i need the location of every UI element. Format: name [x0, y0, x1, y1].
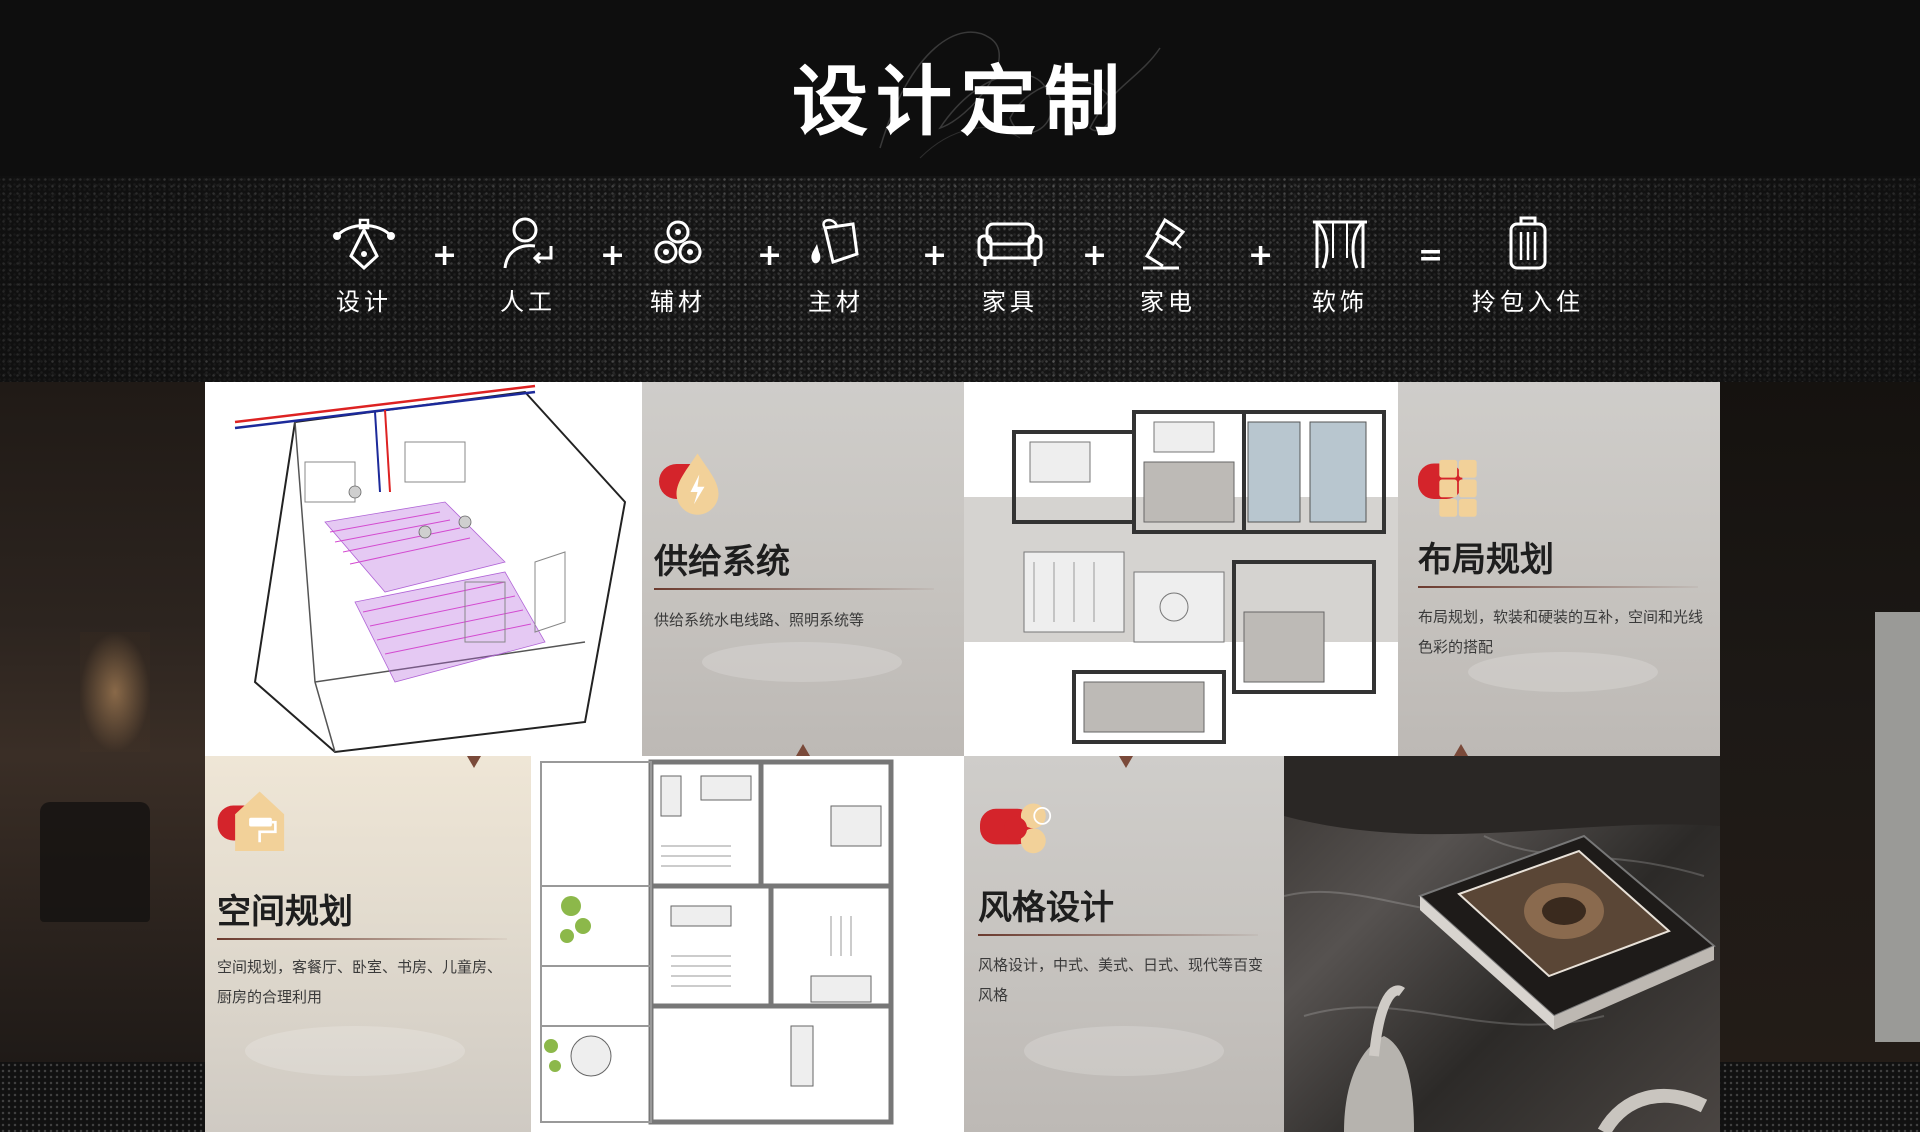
formula-label: 软饰 — [1312, 288, 1368, 316]
book-still-life-illustration — [1284, 756, 1720, 1132]
equals-sign: = — [1418, 238, 1444, 273]
card-description: 空间规划，客餐厅、卧室、书房、儿童房、 厨房的合理利用 — [217, 952, 527, 1012]
wall-panel — [1875, 612, 1920, 1042]
card-description: 布局规划，软装和硬装的互补，空间和光线 色彩的搭配 — [1418, 602, 1718, 662]
formula-label: 家具 — [982, 288, 1038, 316]
description-line: 厨房的合理利用 — [217, 988, 323, 1006]
lamp-glow — [80, 632, 150, 752]
pointer-notch — [796, 744, 810, 756]
formula-item-furniture: 家具 — [950, 214, 1070, 317]
chair-silhouette — [40, 802, 150, 922]
suitcase-icon — [1509, 216, 1547, 270]
plus-sign: + — [432, 238, 458, 273]
formula-item-appliances: 家电 — [1108, 214, 1228, 317]
plus-sign: + — [600, 238, 626, 273]
background-table-silhouette — [1468, 652, 1658, 692]
formula-item-design: 设计 — [304, 214, 424, 317]
background-table-silhouette — [702, 642, 902, 682]
formula-item-main-materials: 主材 — [776, 214, 896, 317]
title-divider — [217, 938, 507, 940]
background-interior-photo-left — [0, 382, 205, 1062]
isometric-plumbing-drawing — [205, 382, 642, 756]
title-divider — [1418, 586, 1698, 588]
apartment-floor-plan-drawing — [540, 759, 894, 1125]
formula-label: 主材 — [808, 288, 864, 316]
description-line: 空间规划，客餐厅、卧室、书房、儿童房、 — [217, 958, 503, 976]
card-layout-planning: 布局规划 布局规划，软装和硬装的互补，空间和光线 色彩的搭配 — [1398, 382, 1720, 756]
formula-label: 家电 — [1140, 288, 1196, 316]
floor-plan-image-top — [964, 382, 1398, 756]
floor-plan-image-bottom — [531, 756, 964, 1132]
description-line: 色彩的搭配 — [1418, 638, 1494, 656]
marble-table-book-photo — [1284, 756, 1720, 1132]
floor-plan-drawing — [964, 410, 1398, 744]
card-supply-system: 供给系统 供给系统水电线路、照明系统等 — [642, 382, 964, 756]
formula-item-move-in: 拎包入住 — [1458, 214, 1598, 317]
isometric-house-illustration — [234, 384, 627, 754]
background-interior-photo-right — [1720, 382, 1920, 1062]
description-line: 风格设计，中式、美式、日式、现代等百变 — [978, 956, 1264, 974]
curtain-icon — [1313, 220, 1367, 269]
formula-item-soft-decor: 软饰 — [1280, 214, 1400, 317]
pen-nib-icon — [333, 218, 395, 271]
worker-icon — [503, 217, 553, 269]
description-line: 布局规划，软装和硬装的互补，空间和光线 — [1418, 608, 1704, 626]
title-divider — [978, 934, 1258, 936]
formula-label: 人工 — [500, 288, 556, 316]
plus-sign: + — [1082, 238, 1108, 273]
title-divider — [654, 588, 934, 590]
house-paint-roller-icon — [217, 791, 285, 851]
formula-label: 设计 — [336, 288, 392, 316]
design-script-decoration — [879, 31, 1161, 159]
plus-sign: + — [757, 238, 783, 273]
card-title: 空间规划 — [217, 892, 353, 932]
showcase-area: 供给系统 供给系统水电线路、照明系统等 — [0, 382, 1920, 1132]
card-space-planning: 空间规划 空间规划，客餐厅、卧室、书房、儿童房、 厨房的合理利用 — [205, 756, 531, 1132]
formula-label: 辅材 — [650, 288, 706, 316]
palette-circles-icon — [980, 803, 1052, 854]
formula-band: 设计 + 人工 + 辅材 + — [0, 176, 1920, 382]
lamp-icon — [1143, 217, 1186, 270]
card-title: 供给系统 — [654, 542, 790, 582]
plus-sign: + — [1248, 238, 1274, 273]
water-drop-lightning-icon — [659, 453, 719, 515]
formula-label: 拎包入住 — [1472, 288, 1584, 316]
formula-item-aux-materials: 辅材 — [618, 214, 738, 317]
card-title: 布局规划 — [1418, 540, 1554, 580]
formula-item-labor: 人工 — [468, 214, 588, 317]
paint-bucket-icon — [811, 218, 859, 264]
materials-icon — [654, 220, 702, 264]
pointer-notch — [467, 756, 481, 768]
card-title: 风格设计 — [978, 888, 1114, 928]
grid-squares-icon — [1418, 459, 1477, 517]
plus-sign: + — [922, 238, 948, 273]
page-title: 设计定制 — [792, 57, 1128, 146]
header: 设计定制 — [0, 0, 1920, 176]
background-table-silhouette — [245, 1026, 465, 1076]
card-description: 供给系统水电线路、照明系统等 — [654, 611, 865, 629]
description-line: 风格 — [978, 986, 1009, 1004]
background-table-silhouette — [1024, 1026, 1224, 1076]
card-style-design: 风格设计 风格设计，中式、美式、日式、现代等百变 风格 — [964, 756, 1284, 1132]
pointer-notch — [1454, 744, 1468, 756]
card-description: 风格设计，中式、美式、日式、现代等百变 风格 — [978, 950, 1282, 1010]
pointer-notch — [1119, 756, 1133, 768]
sofa-icon — [977, 222, 1043, 266]
